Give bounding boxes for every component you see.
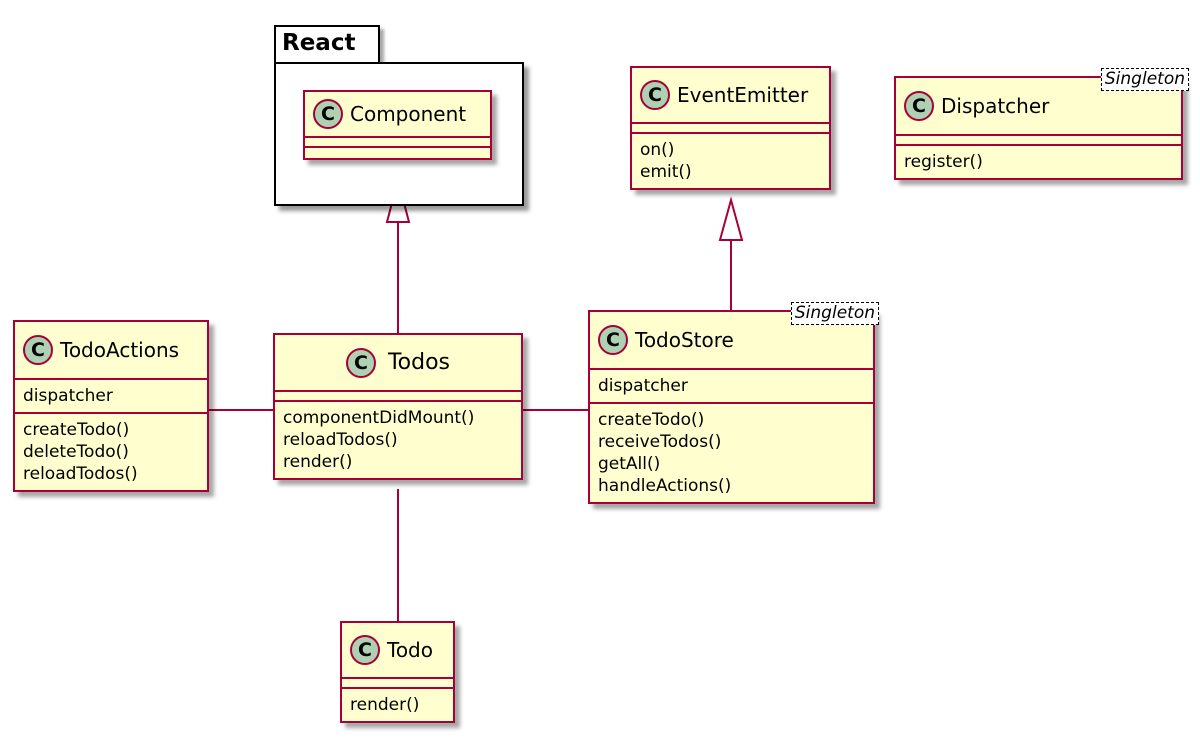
class-todoactions[interactable]: C TodoActions dispatcher createTodo() de… bbox=[13, 320, 209, 492]
method: receiveTodos() bbox=[598, 432, 722, 452]
method: handleActions() bbox=[598, 476, 732, 496]
class-header: C Todos bbox=[275, 335, 521, 392]
method: emit() bbox=[640, 162, 692, 182]
methods-section: on() emit() bbox=[632, 134, 829, 188]
class-icon: C bbox=[23, 335, 53, 365]
method: reloadTodos() bbox=[283, 430, 398, 450]
method: on() bbox=[640, 140, 675, 160]
field: dispatcher bbox=[598, 376, 688, 396]
method: createTodo() bbox=[598, 410, 705, 430]
fields-section bbox=[305, 138, 490, 148]
inheritance-arrow-eventemitter bbox=[718, 196, 744, 241]
field: dispatcher bbox=[23, 386, 113, 406]
package-tab: React bbox=[274, 25, 380, 63]
class-name: EventEmitter bbox=[677, 83, 809, 107]
method: deleteTodo() bbox=[23, 442, 129, 462]
class-component[interactable]: C Component bbox=[303, 90, 492, 160]
package-name: React bbox=[282, 30, 356, 56]
class-header: C TodoStore bbox=[590, 312, 873, 370]
methods-section: componentDidMount() reloadTodos() render… bbox=[275, 402, 521, 478]
stereotype-badge: Singleton bbox=[790, 302, 879, 325]
fields-section bbox=[342, 679, 453, 689]
methods-section: render() bbox=[342, 689, 453, 721]
class-header: C Component bbox=[305, 92, 490, 138]
method: reloadTodos() bbox=[23, 464, 138, 484]
method: register() bbox=[904, 152, 983, 172]
class-header: C TodoActions bbox=[15, 322, 207, 380]
methods-section: createTodo() receiveTodos() getAll() han… bbox=[590, 404, 873, 502]
fields-section: dispatcher bbox=[15, 380, 207, 414]
method: componentDidMount() bbox=[283, 408, 475, 428]
methods-section: createTodo() deleteTodo() reloadTodos() bbox=[15, 414, 207, 490]
class-icon: C bbox=[313, 99, 343, 129]
stereotype-badge: Singleton bbox=[1100, 68, 1189, 91]
method: render() bbox=[350, 695, 420, 715]
class-name: Dispatcher bbox=[941, 94, 1050, 118]
class-name: Todos bbox=[387, 350, 451, 375]
class-icon: C bbox=[598, 325, 628, 355]
methods-section bbox=[305, 148, 490, 158]
class-todostore[interactable]: Singleton C TodoStore dispatcher createT… bbox=[588, 302, 879, 504]
method: render() bbox=[283, 452, 353, 472]
class-header: C EventEmitter bbox=[632, 68, 829, 124]
class-name: TodoActions bbox=[60, 338, 180, 362]
fields-section bbox=[896, 136, 1181, 146]
method: createTodo() bbox=[23, 420, 130, 440]
class-todo[interactable]: C Todo render() bbox=[340, 621, 455, 723]
class-dispatcher[interactable]: Singleton C Dispatcher register() bbox=[894, 68, 1189, 180]
class-icon: C bbox=[640, 80, 670, 110]
method: getAll() bbox=[598, 454, 661, 474]
fields-section bbox=[275, 392, 521, 402]
class-name: Component bbox=[350, 102, 467, 126]
methods-section: register() bbox=[896, 146, 1181, 178]
class-header: C Dispatcher bbox=[896, 78, 1181, 136]
class-todos[interactable]: C Todos componentDidMount() reloadTodos(… bbox=[273, 333, 523, 480]
class-name: TodoStore bbox=[635, 328, 734, 352]
class-icon: C bbox=[350, 635, 380, 665]
class-name: Todo bbox=[387, 638, 433, 662]
fields-section bbox=[632, 124, 829, 134]
class-header: C Todo bbox=[342, 623, 453, 679]
class-eventemitter[interactable]: C EventEmitter on() emit() bbox=[630, 66, 831, 190]
class-icon: C bbox=[904, 91, 934, 121]
fields-section: dispatcher bbox=[590, 370, 873, 404]
class-icon: C bbox=[345, 347, 376, 378]
